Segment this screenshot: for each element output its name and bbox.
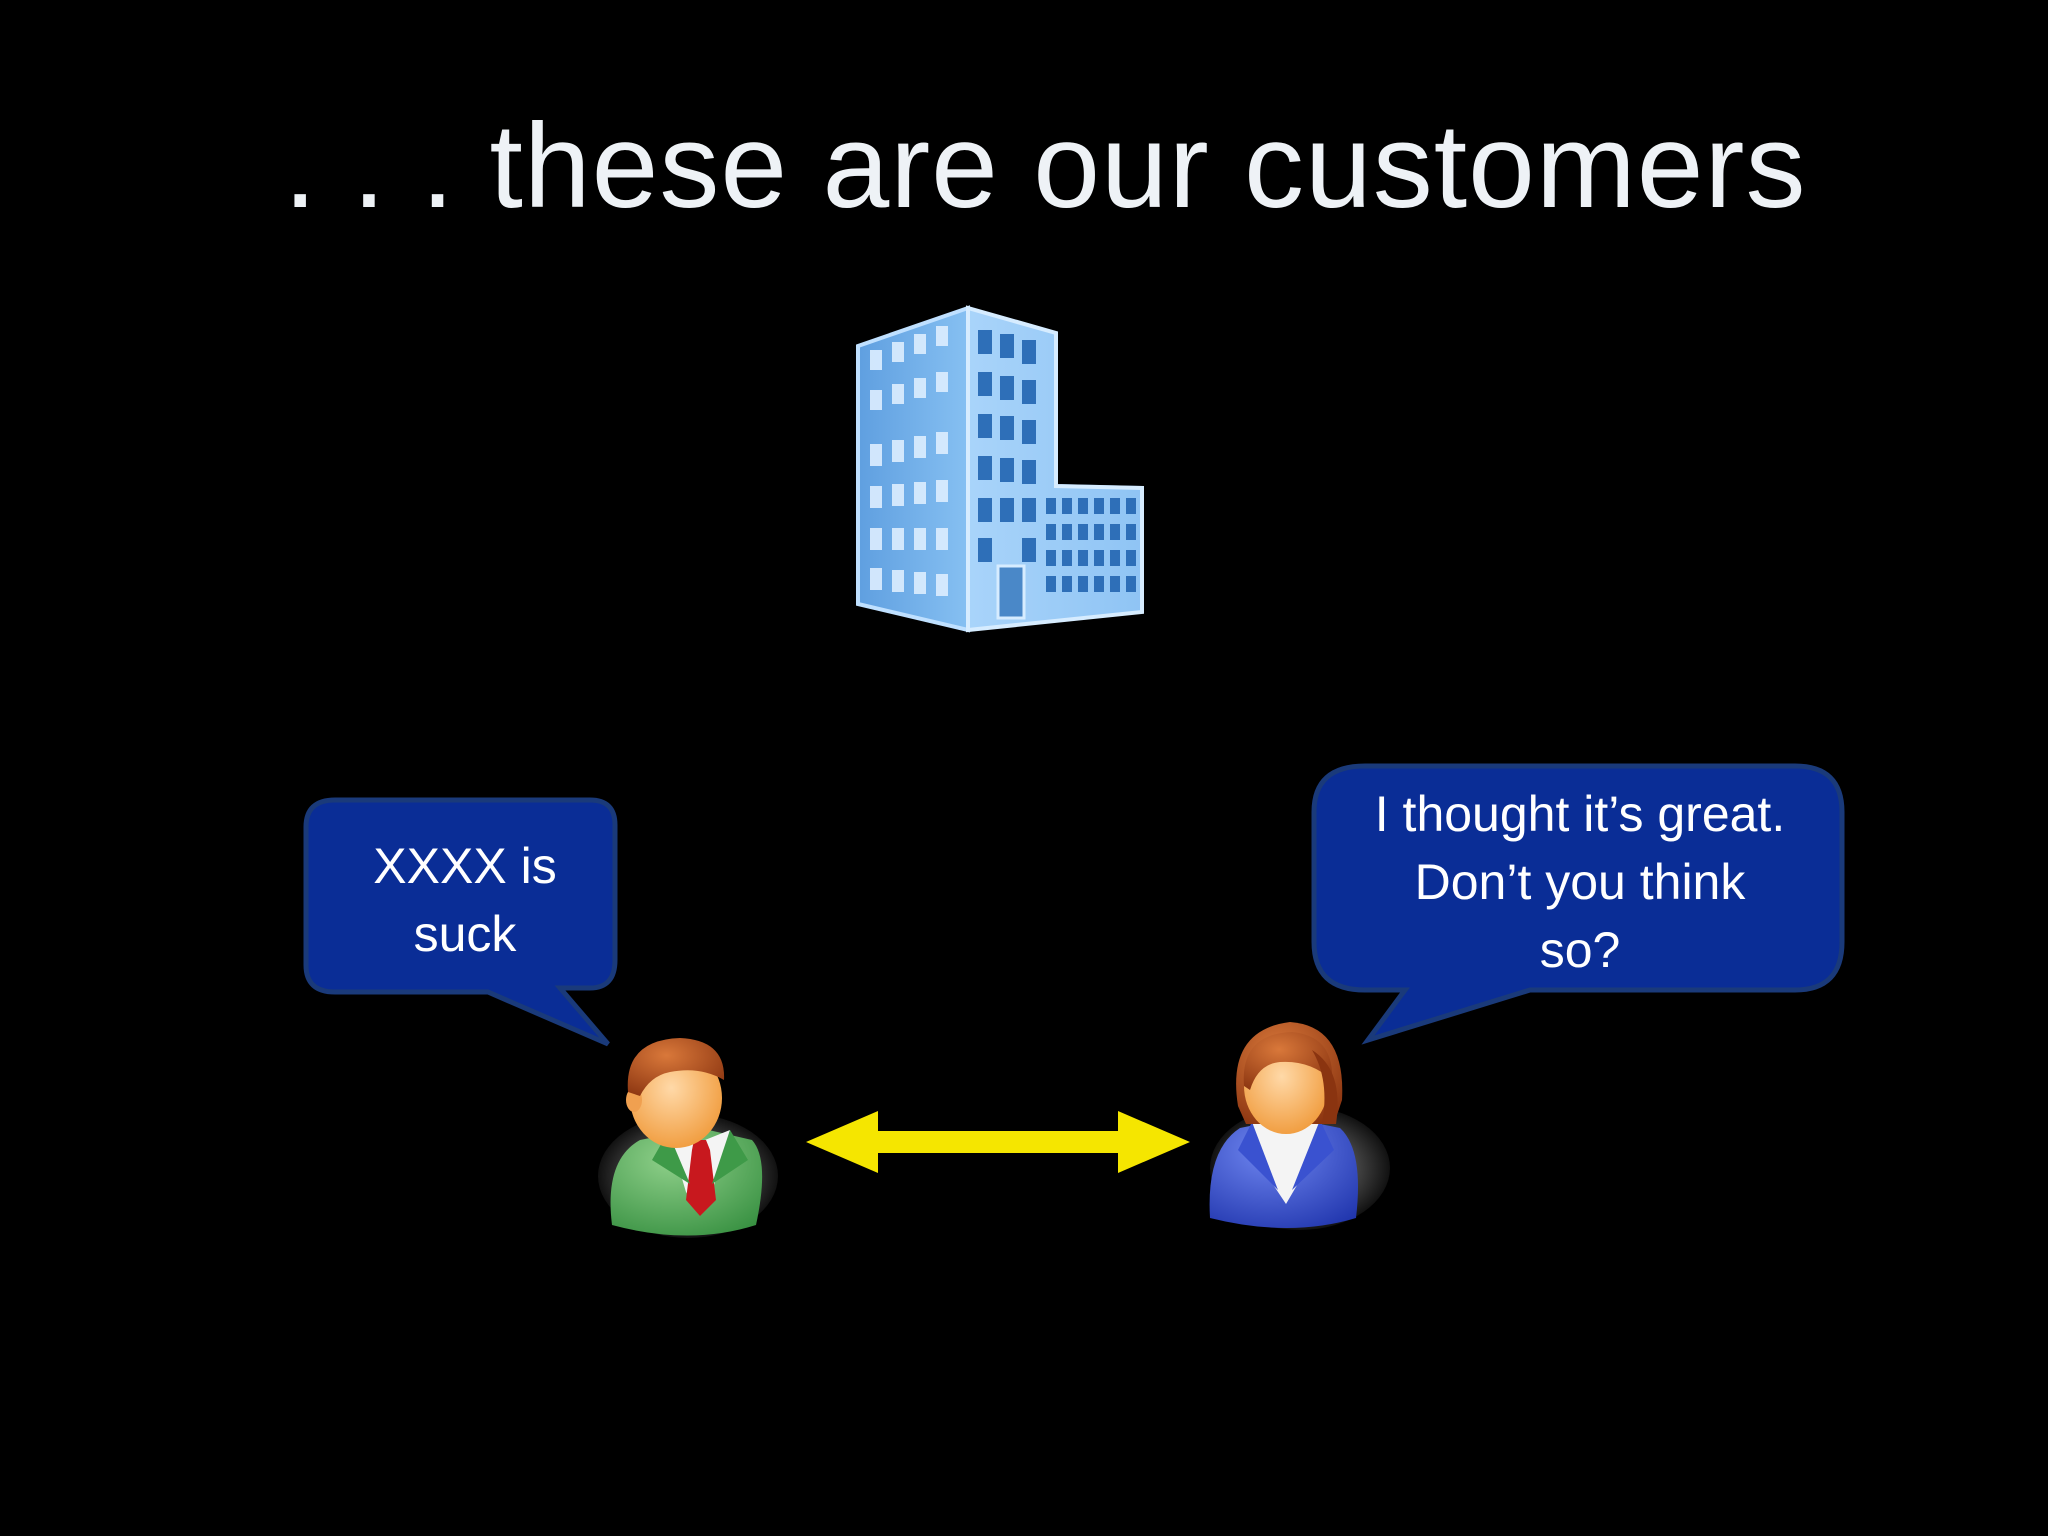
right-speech-bubble xyxy=(1311,763,1845,1045)
right-bubble-line: I thought it’s great. xyxy=(1374,786,1786,842)
right-bubble-text: I thought it’s great. Don’t you think so… xyxy=(1318,780,1842,984)
left-speech-bubble xyxy=(303,797,618,1047)
businesswoman-icon xyxy=(1209,1022,1390,1230)
double-arrow-icon xyxy=(806,1111,1190,1173)
left-bubble-line: XXXX is xyxy=(373,838,557,894)
left-bubble-line: suck xyxy=(413,906,517,962)
right-bubble-line: so? xyxy=(1539,922,1621,978)
left-bubble-text: XXXX is suck xyxy=(308,832,622,968)
businessman-icon xyxy=(598,1038,778,1238)
right-bubble-line: Don’t you think xyxy=(1414,854,1746,910)
office-building-icon xyxy=(856,305,1144,633)
slide-title: . . . these are our customers xyxy=(283,99,1807,233)
